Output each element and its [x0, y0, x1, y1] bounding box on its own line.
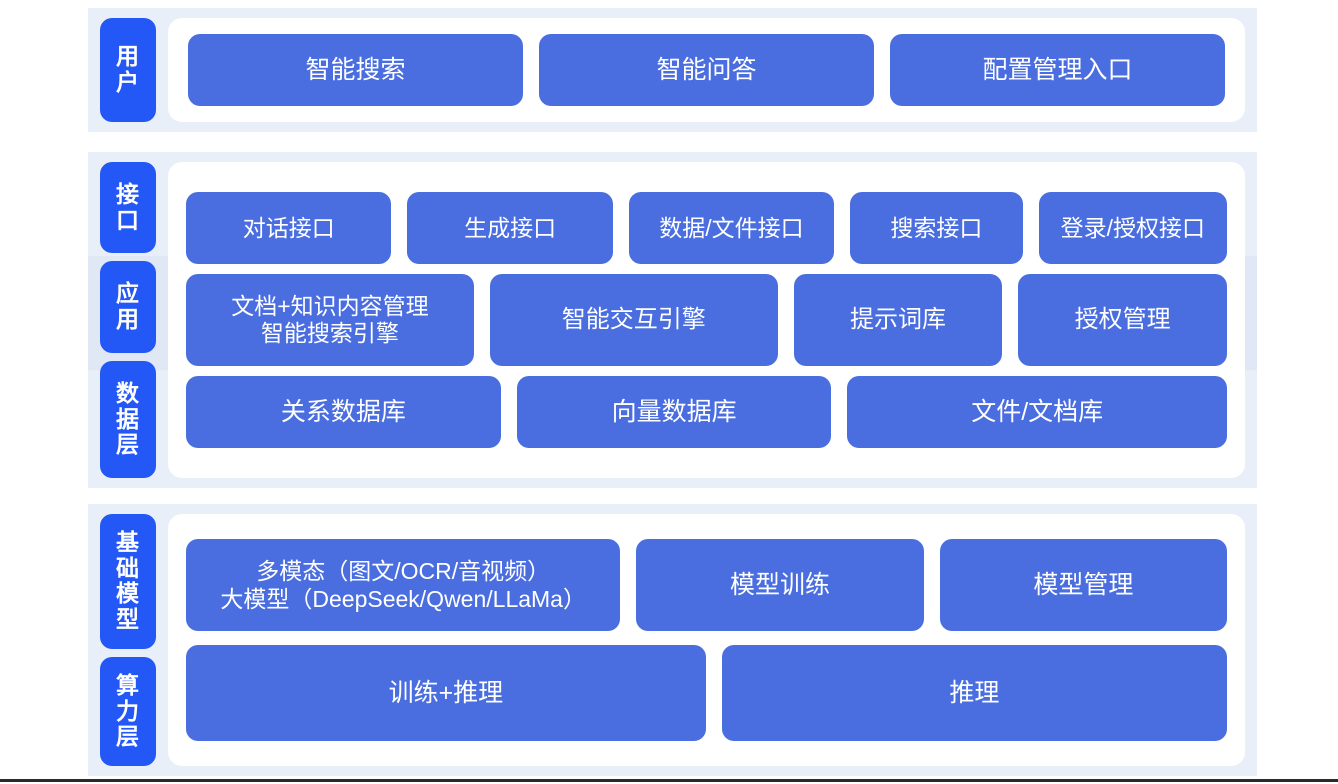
box-vector-database[interactable]: 向量数据库 [516, 376, 832, 448]
box-login-auth-api[interactable]: 登录/授权接口 [1038, 192, 1227, 264]
section-infrastructure-label-column: 基础模型 算力层 [100, 514, 156, 766]
box-document-knowledge-management[interactable]: 文档+知识内容管理 智能搜索引擎 [186, 274, 474, 366]
section-platform-card: 对话接口 生成接口 数据/文件接口 搜索接口 登录/授权接口 文档+知识内容管理… [168, 162, 1245, 478]
layer-label-user[interactable]: 用户 [100, 18, 156, 122]
box-dialog-api[interactable]: 对话接口 [186, 192, 392, 264]
row-user-entries: 智能搜索 智能问答 配置管理入口 [188, 34, 1225, 106]
box-generation-api[interactable]: 生成接口 [407, 192, 613, 264]
section-infrastructure: 基础模型 算力层 多模态（图文/OCR/音视频） 大模型（DeepSeek/Qw… [88, 504, 1257, 776]
row-data: 关系数据库 向量数据库 文件/文档库 [186, 376, 1227, 448]
layer-label-compute[interactable]: 算力层 [100, 656, 156, 766]
row-compute: 训练+推理 推理 [186, 645, 1227, 741]
slide-bottom-rule [0, 779, 1338, 782]
section-users-card: 智能搜索 智能问答 配置管理入口 [168, 18, 1245, 122]
layer-label-interface-text: 接口 [116, 180, 140, 233]
layer-label-foundation-model-text: 基础模型 [116, 528, 140, 633]
box-smart-search[interactable]: 智能搜索 [188, 34, 523, 106]
box-smart-interaction-engine[interactable]: 智能交互引擎 [489, 274, 778, 366]
box-multimodal-large-model[interactable]: 多模态（图文/OCR/音视频） 大模型（DeepSeek/Qwen/LLaMa） [186, 539, 621, 631]
section-infrastructure-card: 多模态（图文/OCR/音视频） 大模型（DeepSeek/Qwen/LLaMa）… [168, 514, 1245, 766]
box-search-api[interactable]: 搜索接口 [850, 192, 1023, 264]
section-platform: 接口 应用 数据层 对话接口 生成接口 数据/文件接口 搜索接口 登录/授权接口… [88, 152, 1257, 488]
box-file-document-store[interactable]: 文件/文档库 [847, 376, 1227, 448]
row-application: 文档+知识内容管理 智能搜索引擎 智能交互引擎 提示词库 授权管理 [186, 274, 1227, 366]
box-config-management-entry[interactable]: 配置管理入口 [890, 34, 1225, 106]
layer-label-data-text: 数据层 [116, 379, 140, 458]
box-inference[interactable]: 推理 [721, 645, 1227, 741]
layer-label-user-text: 用户 [116, 43, 140, 95]
layer-label-interface[interactable]: 接口 [100, 162, 156, 254]
row-interface: 对话接口 生成接口 数据/文件接口 搜索接口 登录/授权接口 [186, 192, 1227, 264]
box-relational-database[interactable]: 关系数据库 [186, 376, 501, 448]
box-prompt-library[interactable]: 提示词库 [793, 274, 1003, 366]
row-foundation-model: 多模态（图文/OCR/音视频） 大模型（DeepSeek/Qwen/LLaMa）… [186, 539, 1228, 631]
box-smart-qa[interactable]: 智能问答 [539, 34, 874, 106]
section-platform-label-column: 接口 应用 数据层 [100, 162, 156, 479]
layer-label-foundation-model[interactable]: 基础模型 [100, 514, 156, 649]
section-users-label-column: 用户 [100, 18, 156, 122]
layer-label-data[interactable]: 数据层 [100, 360, 156, 479]
layer-label-application-text: 应用 [116, 280, 140, 333]
box-authorization-management[interactable]: 授权管理 [1018, 274, 1227, 366]
section-users: 用户 智能搜索 智能问答 配置管理入口 [88, 8, 1257, 132]
box-model-training[interactable]: 模型训练 [636, 539, 924, 631]
box-data-file-api[interactable]: 数据/文件接口 [628, 192, 835, 264]
box-model-management[interactable]: 模型管理 [939, 539, 1228, 631]
layer-label-application[interactable]: 应用 [100, 261, 156, 353]
layer-label-compute-text: 算力层 [116, 671, 140, 750]
box-training-and-inference[interactable]: 训练+推理 [186, 645, 706, 741]
